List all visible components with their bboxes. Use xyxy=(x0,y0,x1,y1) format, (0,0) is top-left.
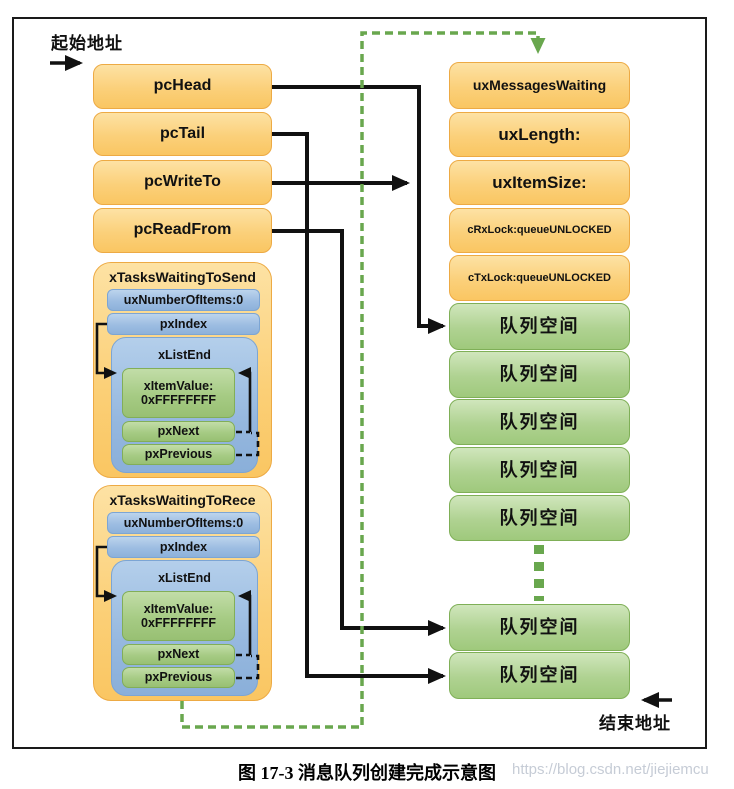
start-address-label: 起始地址 xyxy=(51,34,123,53)
field-ctxlock: cTxLock:queueUNLOCKED xyxy=(449,255,630,301)
field-pctail: pcTail xyxy=(93,112,272,156)
field-uxmessageswaiting: uxMessagesWaiting xyxy=(449,62,630,109)
rece-px-index: pxIndex xyxy=(107,536,260,558)
queue-slot: 队列空间 xyxy=(449,495,630,541)
watermark-text: https://blog.csdn.net/jiejiemcu xyxy=(512,761,709,778)
rece-item-value: xItemValue: 0xFFFFFFFF xyxy=(122,591,235,641)
rece-px-previous: pxPrevious xyxy=(122,667,235,688)
end-address-label: 结束地址 xyxy=(599,714,671,733)
queue-slot: 队列空间 xyxy=(449,652,630,699)
send-px-previous: pxPrevious xyxy=(122,444,235,465)
send-item-value-line2: 0xFFFFFFFF xyxy=(141,393,216,407)
figure-caption: 图 17-3 消息队列创建完成示意图 xyxy=(238,763,496,783)
field-uxitemsize: uxItemSize: xyxy=(449,160,630,205)
wait-list-send-title: xTasksWaitingToSend xyxy=(109,269,256,285)
rece-num-items: uxNumberOfItems:0 xyxy=(107,512,260,534)
send-px-index: pxIndex xyxy=(107,313,260,335)
rece-px-next: pxNext xyxy=(122,644,235,665)
rece-list-end-label: xListEnd xyxy=(158,571,211,585)
send-num-items: uxNumberOfItems:0 xyxy=(107,289,260,311)
send-item-value: xItemValue: 0xFFFFFFFF xyxy=(122,368,235,418)
send-list-end-label: xListEnd xyxy=(158,348,211,362)
rece-item-value-line2: 0xFFFFFFFF xyxy=(141,616,216,630)
field-crxlock: cRxLock:queueUNLOCKED xyxy=(449,208,630,253)
queue-slot: 队列空间 xyxy=(449,399,630,445)
queue-slot: 队列空间 xyxy=(449,303,630,350)
send-item-value-line1: xItemValue: xyxy=(143,378,214,393)
field-pchead: pcHead xyxy=(93,64,272,109)
field-pcwriteto: pcWriteTo xyxy=(93,160,272,205)
field-uxlength: uxLength: xyxy=(449,112,630,157)
send-px-next: pxNext xyxy=(122,421,235,442)
wait-list-rece-title: xTasksWaitingToRece xyxy=(109,492,256,508)
diagram-border xyxy=(12,17,707,749)
field-pcreadfrom: pcReadFrom xyxy=(93,208,272,253)
queue-slot: 队列空间 xyxy=(449,447,630,493)
rece-item-value-line1: xItemValue: xyxy=(143,601,214,616)
queue-slot: 队列空间 xyxy=(449,351,630,398)
queue-slot: 队列空间 xyxy=(449,604,630,651)
